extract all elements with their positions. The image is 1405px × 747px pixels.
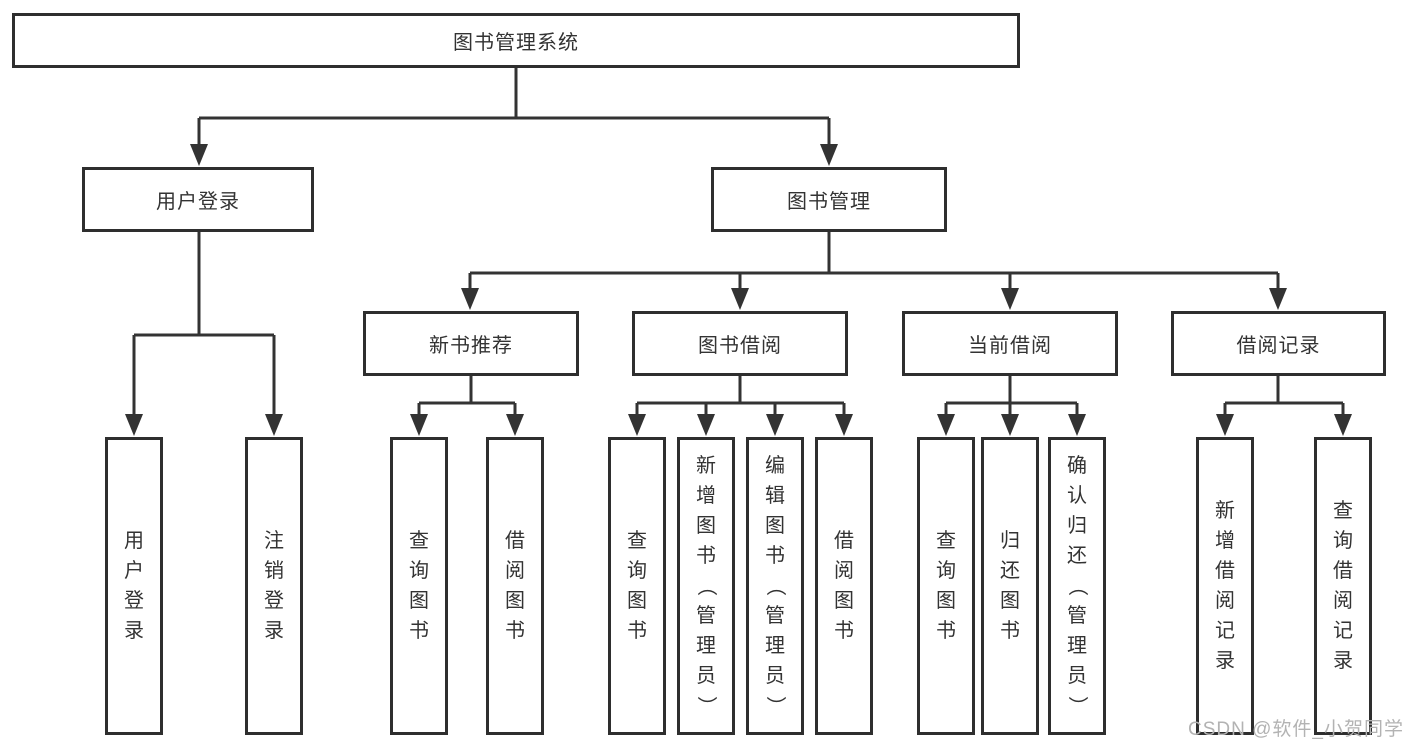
node-new-book-recommendation: 新书推荐 xyxy=(363,311,579,376)
node-user-login: 用户登录 xyxy=(82,167,314,232)
watermark: CSDN @软件_小贺同学 xyxy=(1188,719,1404,740)
node-current-borrowing: 当前借阅 xyxy=(902,311,1118,376)
connector-arrowheads xyxy=(125,144,1352,436)
leaf-return-books: 归还图书 xyxy=(981,437,1039,735)
leaf-borrow-books-borrowing: 借阅图书 xyxy=(815,437,873,735)
leaf-add-borrow-record: 新增借阅记录 xyxy=(1196,437,1254,735)
leaf-query-books-borrowing: 查询图书 xyxy=(608,437,666,735)
leaf-add-books-admin: 新增图书（管理员） xyxy=(677,437,735,735)
leaf-query-books-current: 查询图书 xyxy=(917,437,975,735)
leaf-logout: 注销登录 xyxy=(245,437,303,735)
node-book-management: 图书管理 xyxy=(711,167,947,232)
leaf-query-borrow-record: 查询借阅记录 xyxy=(1314,437,1372,735)
leaf-confirm-return-admin: 确认归还（管理员） xyxy=(1048,437,1106,735)
connector-paths xyxy=(132,68,1345,418)
leaf-borrow-books-recommend: 借阅图书 xyxy=(486,437,544,735)
leaf-edit-books-admin: 编辑图书（管理员） xyxy=(746,437,804,735)
node-library-management-system: 图书管理系统 xyxy=(12,13,1020,68)
node-book-borrowing: 图书借阅 xyxy=(632,311,848,376)
leaf-user-login: 用户登录 xyxy=(105,437,163,735)
leaf-query-books-recommend: 查询图书 xyxy=(390,437,448,735)
node-borrowing-records: 借阅记录 xyxy=(1171,311,1386,376)
